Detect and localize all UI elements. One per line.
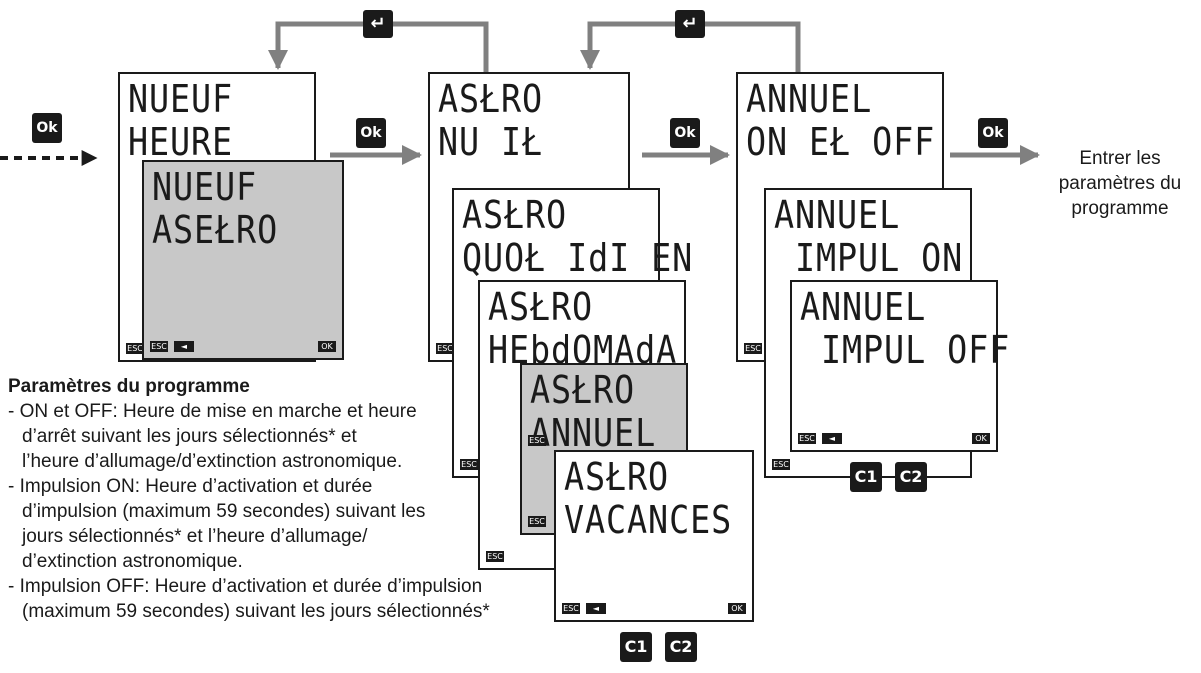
softkey-bar: ESC — [126, 343, 308, 354]
softkey-bar: ESC — [436, 343, 622, 354]
esc-key: ESC — [562, 603, 580, 614]
lcd-text: ANNUEL IMPUL OFF — [800, 285, 1011, 372]
back-key: ◄ — [822, 433, 842, 444]
ok-key-icon: Ok — [356, 118, 386, 148]
lcd-screen-annuel-impul-off: ANNUEL IMPUL OFF ESC ◄ OK — [790, 280, 1009, 452]
c1-key-icon: C1 — [850, 462, 882, 492]
lcd-text: ANNUEL IMPUL ON — [774, 193, 964, 280]
params-line: d’arrêt suivant les jours sélectionnés* … — [22, 426, 357, 447]
ok-key: OK — [318, 341, 336, 352]
esc-key: ESC — [486, 551, 504, 562]
esc-key: ESC — [460, 459, 478, 470]
params-line: - Impulsion ON: Heure d’activation et du… — [8, 476, 373, 497]
softkey-bar: ESC — [772, 459, 964, 470]
esc-key: ESC — [528, 435, 546, 446]
result-label: Entrer les paramètres du programme — [1058, 148, 1182, 219]
esc-key: ESC — [744, 343, 762, 354]
esc-key: ESC — [798, 433, 816, 444]
params-line: jours sélectionnés* et l’heure d’allumag… — [22, 526, 368, 547]
params-line: d’extinction astronomique. — [22, 551, 243, 572]
params-line: (maximum 59 secondes) suivant les jours … — [22, 601, 490, 622]
softkey-bar: ESC ◄ OK — [798, 433, 990, 444]
esc-key: ESC — [528, 516, 546, 527]
enter-key-icon: ↵ — [363, 10, 393, 38]
c2-key-icon: C2 — [665, 632, 697, 662]
params-line: - Impulsion OFF: Heure d’activation et d… — [8, 576, 483, 597]
ok-key-icon: Ok — [32, 113, 62, 143]
c1-key-icon: C1 — [620, 632, 652, 662]
softkey-bar: ESC ◄ OK — [562, 603, 746, 614]
params-title: Paramètres du programme — [8, 376, 250, 397]
softkey-bar: ESC — [528, 435, 680, 446]
ok-key-icon: Ok — [670, 118, 700, 148]
esc-key: ESC — [150, 341, 168, 352]
esc-key: ESC — [126, 343, 144, 354]
softkey-bar: ESC ◄ OK — [150, 341, 336, 352]
softkey-bar: ESC — [528, 516, 680, 527]
ok-key-icon: Ok — [978, 118, 1008, 148]
enter-key-icon: ↵ — [675, 10, 705, 38]
back-key: ◄ — [586, 603, 606, 614]
ok-key: OK — [728, 603, 746, 614]
softkey-bar: ESC — [744, 343, 936, 354]
esc-key: ESC — [436, 343, 454, 354]
ok-key: OK — [972, 433, 990, 444]
params-line: d’impulsion (maximum 59 secondes) suivan… — [22, 501, 426, 522]
program-parameters: Paramètres du programme - ON et OFF: Heu… — [8, 374, 568, 624]
softkey-bar: ESC — [486, 551, 678, 562]
c2-key-icon: C2 — [895, 462, 927, 492]
softkey-bar: ESC — [460, 459, 652, 470]
back-key: ◄ — [174, 341, 194, 352]
esc-key: ESC — [772, 459, 790, 470]
params-line: l’heure d’allumage/d’extinction astronom… — [22, 451, 403, 472]
params-line: - ON et OFF: Heure de mise en marche et … — [8, 401, 417, 422]
